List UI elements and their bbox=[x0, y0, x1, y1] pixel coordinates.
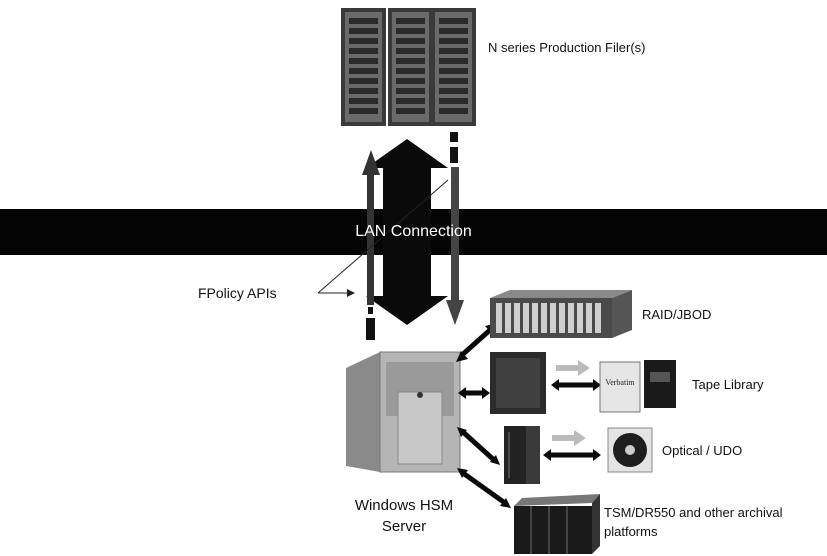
hsm-server-icon bbox=[346, 351, 461, 473]
tsm-label-line2: platforms bbox=[604, 524, 658, 539]
fpolicy-pointer bbox=[317, 179, 449, 297]
tsm-label-line1: TSM/DR550 and other archival bbox=[604, 505, 783, 520]
optical-disc-icon bbox=[607, 427, 653, 473]
production-filer-label: N series Production Filer(s) bbox=[488, 40, 646, 55]
filer-rack-1 bbox=[341, 8, 386, 126]
transfer-arrow-tape bbox=[556, 360, 590, 376]
hsm-server-label-line1: Windows HSM bbox=[354, 497, 454, 514]
raid-jbod-icon bbox=[490, 290, 632, 338]
downward-arrow bbox=[446, 132, 464, 325]
fpolicy-apis-label: FPolicy APIs bbox=[198, 285, 277, 301]
optical-udo-label: Optical / UDO bbox=[662, 443, 743, 458]
upward-arrow bbox=[362, 150, 380, 340]
raid-jbod-label: RAID/JBOD bbox=[642, 307, 712, 322]
transfer-arrow-optical bbox=[552, 430, 586, 446]
production-filer-icon bbox=[341, 8, 476, 126]
hsm-server-label-line2: Server bbox=[381, 518, 427, 535]
svg-text:Verbatim: Verbatim bbox=[605, 378, 635, 387]
tape-library-label: Tape Library bbox=[692, 377, 764, 392]
lan-connection-label: LAN Connection bbox=[355, 223, 472, 240]
tape-library-unit-icon bbox=[490, 352, 546, 414]
filer-rack-2 bbox=[388, 8, 433, 126]
hsm-storage-arrows bbox=[456, 323, 601, 508]
filer-rack-3 bbox=[431, 8, 476, 126]
optical-drive-icon bbox=[504, 426, 540, 484]
bidirectional-data-arrow bbox=[366, 139, 448, 325]
tsm-archival-rack-icon bbox=[514, 494, 600, 554]
tape-cartridge-icon: Verbatim bbox=[599, 360, 676, 413]
